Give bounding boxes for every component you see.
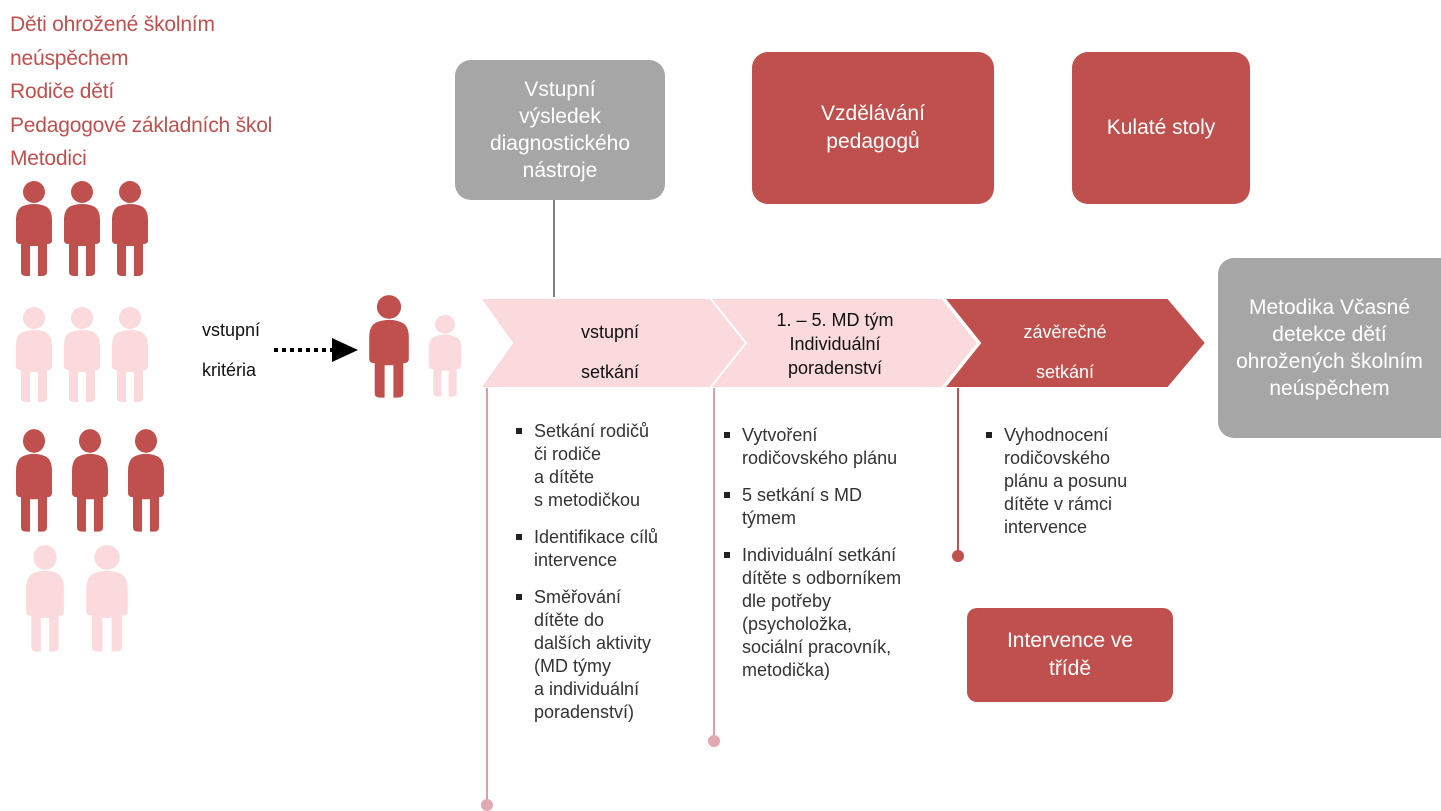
- list-item: Vytvoření rodičovského plánu: [720, 424, 950, 470]
- phase-3-label-line2: setkání: [1035, 362, 1095, 382]
- diagnostic-result-box: Vstupní výsledek diagnostického nástroje: [455, 60, 665, 200]
- phase-1-activities-list: Setkání rodičů či rodiče a dítěte s meto…: [512, 420, 702, 738]
- target-group-item: Pedagogové základních škol: [10, 113, 273, 137]
- phase-3-timeline-end: [952, 550, 964, 562]
- outcome-methodology-box: Metodika Včasné detekce dětí ohrožených …: [1218, 258, 1441, 438]
- phase-3-label-line1: závěrečné: [1023, 322, 1107, 342]
- classroom-intervention-text: Intervence ve třídě: [1006, 629, 1134, 680]
- phase-1-timeline: [486, 388, 488, 802]
- phase-3-label: závěrečné setkání: [980, 312, 1150, 392]
- list-item: Směřování dítěte do dalších aktivity (MD…: [512, 586, 702, 724]
- classroom-intervention-box: Intervence ve třídě: [967, 608, 1173, 702]
- entry-criteria-line1: vstupní: [202, 320, 261, 340]
- phase-2-label-line1: 1. – 5. MD tým: [776, 310, 894, 330]
- entry-criteria-line2: kritéria: [202, 360, 257, 380]
- list-item: Individuální setkání dítěte s odborníkem…: [720, 544, 950, 682]
- phase-3-chevron: [941, 297, 1208, 389]
- teacher-training-text: Vzdělávání pedagogů: [821, 102, 925, 153]
- phase-2-label-line2: Individuální: [789, 334, 881, 354]
- phase-1-label-line2: setkání: [580, 362, 640, 382]
- target-group-item: neúspěchem: [10, 46, 129, 70]
- entry-criteria-label: vstupní kritéria: [202, 310, 260, 390]
- dotted-arrow-icon: [274, 338, 358, 362]
- target-groups-list: Děti ohrožené školním neúspěchem Rodiče …: [10, 8, 272, 176]
- phase-2-timeline: [713, 388, 715, 738]
- phase-1-timeline-end: [481, 799, 493, 811]
- outcome-methodology-text: Metodika Včasné detekce dětí ohrožených …: [1236, 296, 1423, 400]
- phase-2-chevron: [707, 297, 980, 389]
- list-item: Vyhodnocení rodičovského plánu a posunu …: [982, 424, 1182, 539]
- phase-3-timeline: [957, 388, 959, 554]
- phase-2-label-line3: poradenství: [787, 358, 883, 378]
- phase-1-label-line1: vstupní: [580, 322, 640, 342]
- phase-2-label: 1. – 5. MD tým Individuální poradenství: [735, 308, 935, 380]
- teacher-training-box: Vzdělávání pedagogů: [752, 52, 994, 204]
- target-group-item: Rodiče dětí: [10, 80, 115, 103]
- roundtables-text: Kulaté stoly: [1106, 116, 1216, 139]
- phase-1-label: vstupní setkání: [520, 312, 700, 392]
- phase-3-activities-list: Vyhodnocení rodičovského plánu a posunu …: [982, 424, 1182, 553]
- phase-2-timeline-end: [708, 735, 720, 747]
- diagnostic-result-text: Vstupní výsledek diagnostického nástroje: [489, 78, 631, 182]
- roundtables-box: Kulaté stoly: [1072, 52, 1250, 204]
- phase-2-activities-list: Vytvoření rodičovského plánu 5 setkání s…: [720, 424, 950, 696]
- connector-line: [553, 200, 555, 300]
- target-group-item: Děti ohrožené školním: [10, 13, 215, 36]
- list-item: 5 setkání s MD týmem: [720, 484, 950, 530]
- list-item: Identifikace cílů intervence: [512, 526, 702, 572]
- list-item: Setkání rodičů či rodiče a dítěte s meto…: [512, 420, 702, 512]
- target-group-item: Metodici: [10, 147, 87, 170]
